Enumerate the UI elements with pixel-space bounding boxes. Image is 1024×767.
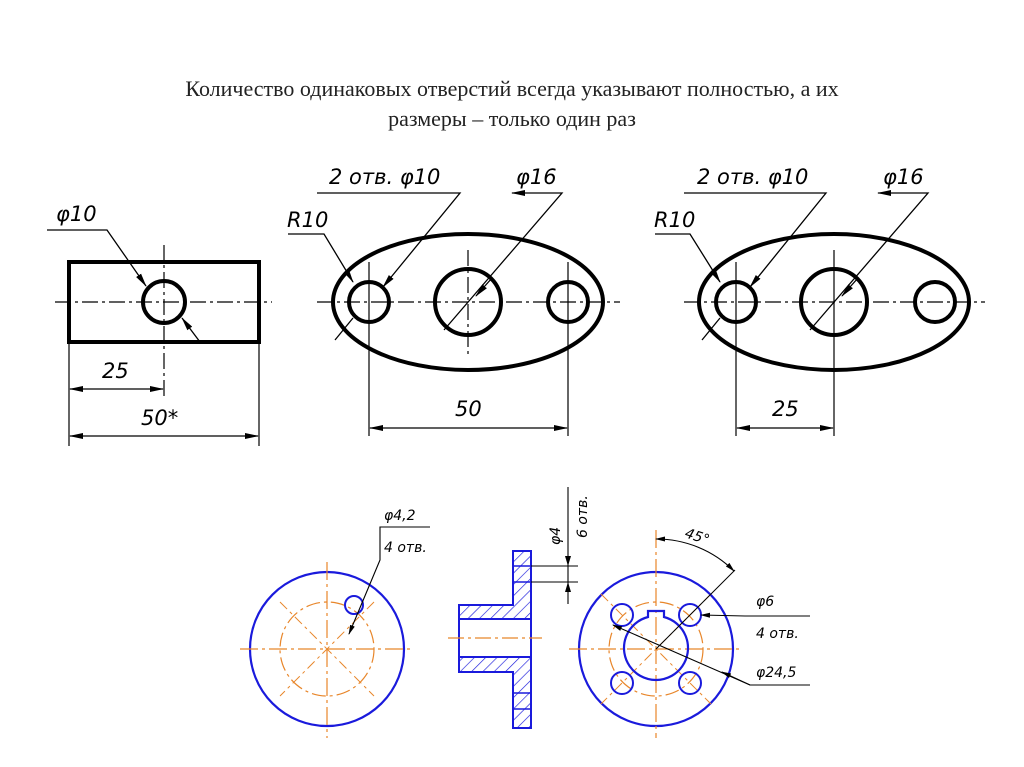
radius-leader-tail: [701, 317, 721, 341]
angle-arc: [655, 536, 735, 572]
angle-label: 45°: [683, 526, 712, 549]
keyed-bore: [622, 609, 690, 682]
center-hole-leader-arrow: [475, 277, 493, 297]
radius-label: R10: [287, 208, 328, 232]
center-hole-leader-arrow: [841, 277, 859, 297]
radius-leader-tail: [334, 317, 354, 341]
dimension-arrow-top: [565, 556, 571, 566]
title-line-1: Количество одинаковых отверстий всегда у…: [185, 76, 839, 101]
hole-leader: [47, 229, 147, 287]
center-hole: [799, 267, 869, 337]
holes-leader: [317, 192, 462, 288]
dimension-label-25: 25: [102, 359, 129, 383]
hole-circle: [141, 279, 187, 325]
drawing-3-oval-part: R10 2 отв. φ10 φ16 25: [654, 165, 985, 436]
hole-diameter-label: φ10: [56, 202, 97, 226]
left-hole: [347, 280, 391, 324]
center-hole-leader: [809, 190, 930, 331]
holes-label: 2 отв. φ10: [697, 165, 808, 189]
title-line-2: размеры – только один раз: [388, 106, 636, 131]
hole-count-label: 4 отв.: [756, 626, 799, 642]
hole-count-label: 6 отв.: [575, 495, 591, 538]
drawing-4-round-flange: φ4,2 4 отв.: [240, 508, 430, 738]
holes-label: 2 отв. φ10: [329, 165, 440, 189]
bolt-hole-3: [610, 671, 634, 695]
hole-leader: [348, 526, 430, 635]
drawing-2-oval-part: R10 2 отв. φ10 φ16 50: [287, 165, 620, 436]
hole-diameter-label: φ6: [756, 594, 774, 610]
radius-label: R10: [654, 208, 695, 232]
bolt-hole-4: [678, 671, 702, 695]
center-hole-label: φ16: [883, 165, 924, 189]
angle-extension: [655, 569, 736, 650]
dimension-arrow-bottom: [565, 582, 571, 592]
hole-diameter-label: φ4,2: [384, 508, 416, 524]
center-hole-leader: [443, 190, 564, 331]
page-title: Количество одинаковых отверстий всегда у…: [0, 74, 1024, 134]
radius-leader: [655, 233, 721, 283]
drawing-6-keyed-flange: 45° φ6 4 отв. φ24,5: [569, 526, 810, 738]
right-hole: [546, 280, 590, 324]
center-hole: [433, 267, 503, 337]
bolt-hole: [344, 595, 364, 615]
center-line-diagonal-2: [279, 601, 375, 697]
hole-leader-tail: [181, 317, 201, 343]
dimension-label-50: 50: [455, 397, 482, 421]
dimension-label-50: 50*: [141, 406, 178, 430]
bolt-circle-leader-arrow: [721, 671, 751, 686]
drawing-5-section-view: φ4 6 отв.: [448, 487, 591, 729]
section-top: [458, 550, 532, 620]
dimension-label-25: 25: [772, 397, 799, 421]
bolt-circle-label: φ24,5: [756, 665, 797, 681]
hole-count-label: 4 отв.: [384, 540, 427, 556]
radius-leader: [288, 233, 354, 283]
center-hole-label: φ16: [516, 165, 557, 189]
hole-diameter-label: φ4: [548, 527, 564, 545]
drawing-1-rectangle-part: φ10 25 50*: [47, 202, 272, 446]
left-hole: [714, 280, 758, 324]
holes-leader: [684, 192, 828, 288]
hole-leader: [700, 612, 810, 618]
right-hole: [913, 280, 957, 324]
